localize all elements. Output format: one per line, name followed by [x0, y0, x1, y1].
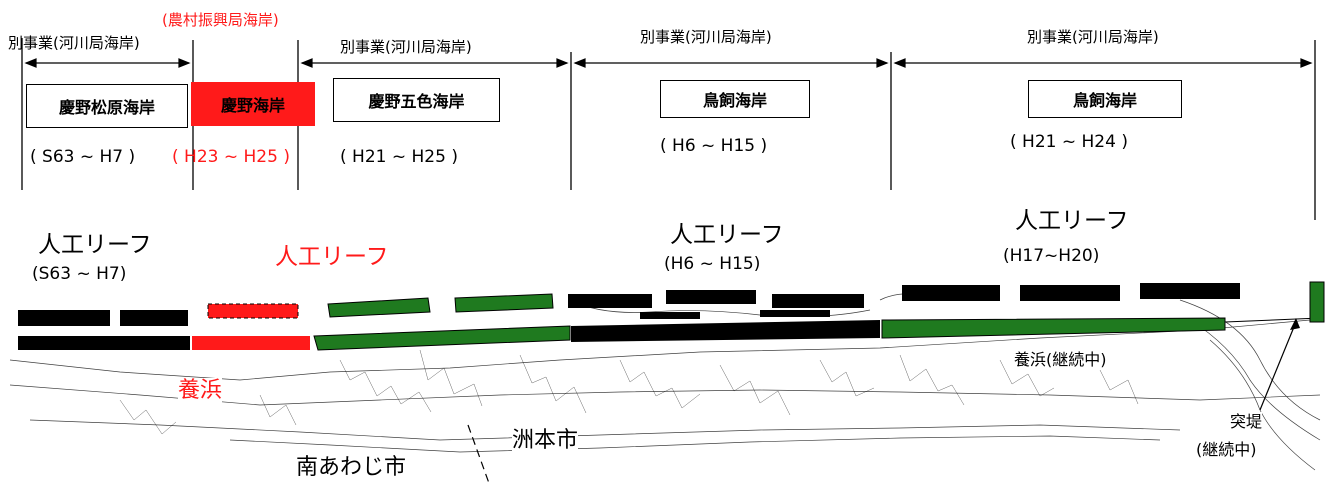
jetty-leader-arrow — [1290, 318, 1300, 330]
reef-segments — [18, 281, 1325, 326]
section-header-keino-goshiki: 別事業(河川局海岸) — [340, 38, 472, 56]
section-arrows — [24, 58, 1313, 68]
beach-nourishment-label: 養浜 — [178, 378, 223, 404]
section-period-torikai-2: ( H21 ~ H24 ) — [1010, 132, 1128, 152]
section-box-keino-matsubara: 慶野松原海岸 — [26, 84, 188, 128]
beach-nourishment-continuing-label: 養浜(継続中) — [1010, 350, 1111, 370]
jetty-leader — [1259, 321, 1297, 411]
section-boundaries — [21, 38, 1316, 220]
reef-period-4: (H17~H20) — [1003, 246, 1100, 266]
section-period-torikai-1: ( H6 ~ H15 ) — [660, 136, 768, 156]
section-box-keino: 慶野海岸 — [191, 82, 315, 126]
section-header-keino-matsubara: 別事業(河川局海岸) — [8, 34, 140, 52]
place-minamiawaji: 南あわじ市 — [296, 455, 407, 480]
section-period-keino-matsubara: ( S63 ~ H7 ) — [30, 147, 136, 167]
place-sumoto: 洲本市 — [512, 428, 579, 454]
section-period-keino-goshiki: ( H21 ~ H25 ) — [340, 147, 458, 167]
reef-label-2: 人工リーフ — [275, 244, 389, 270]
section-header-keino: (農村振興局海岸) — [162, 11, 279, 29]
jetty-status-label: (継続中) — [1196, 440, 1257, 460]
coastline — [18, 317, 1321, 351]
reef-label-1: 人工リーフ — [38, 232, 152, 258]
section-box-torikai-2: 鳥飼海岸 — [1028, 80, 1182, 118]
reef-label-4: 人工リーフ — [1015, 208, 1129, 234]
jetty-label: 突堤 — [1230, 412, 1263, 432]
section-box-torikai-1: 鳥飼海岸 — [660, 80, 810, 118]
municipal-boundary — [467, 424, 491, 486]
section-header-torikai-2: 別事業(河川局海岸) — [1027, 28, 1159, 46]
section-header-torikai-1: 別事業(河川局海岸) — [640, 28, 772, 46]
reef-period-1: (S63 ~ H7) — [32, 264, 127, 284]
section-period-keino: ( H23 ~ H25 ) — [172, 147, 290, 167]
section-box-keino-goshiki: 慶野五色海岸 — [333, 78, 500, 122]
reef-period-3: (H6 ~ H15) — [664, 254, 761, 274]
reef-label-3: 人工リーフ — [670, 222, 784, 248]
terrain-texture — [119, 349, 1139, 435]
